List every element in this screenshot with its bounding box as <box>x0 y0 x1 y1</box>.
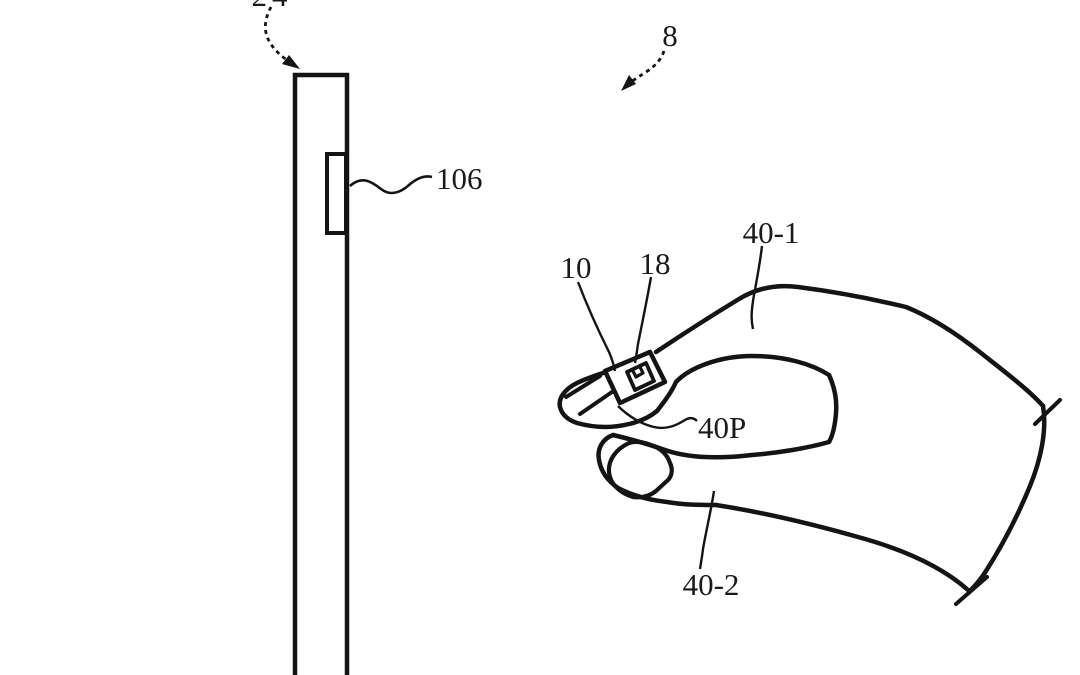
device-side-component-outline <box>327 154 346 233</box>
thumbnail-outline <box>609 442 672 497</box>
ref-label-10: 10 <box>561 250 592 285</box>
ref-label-18: 18 <box>640 246 671 281</box>
ref-label-24: 24 <box>252 0 293 13</box>
ref-label-40P: 40P <box>698 410 746 445</box>
device-housing-outline <box>295 75 347 675</box>
ref-arrow-8 <box>631 51 664 82</box>
ref-arrow-24 <box>265 7 290 62</box>
wrist-outline <box>969 406 1044 592</box>
ref-label-40-1: 40-1 <box>743 215 800 250</box>
leader-line-10 <box>578 282 615 371</box>
leader-line-18 <box>635 277 651 363</box>
ref-label-40-2: 40-2 <box>683 567 740 602</box>
ref-label-8: 8 <box>662 18 678 53</box>
index-finger-top-outline <box>656 286 1043 406</box>
ref-arrowhead-8 <box>621 75 636 91</box>
ref-label-106: 106 <box>436 161 483 196</box>
hand-bottom-outline <box>716 505 968 590</box>
curled-finger-outline <box>657 356 836 442</box>
leader-line-106 <box>350 176 432 192</box>
device-band-edge-2 <box>580 392 612 414</box>
